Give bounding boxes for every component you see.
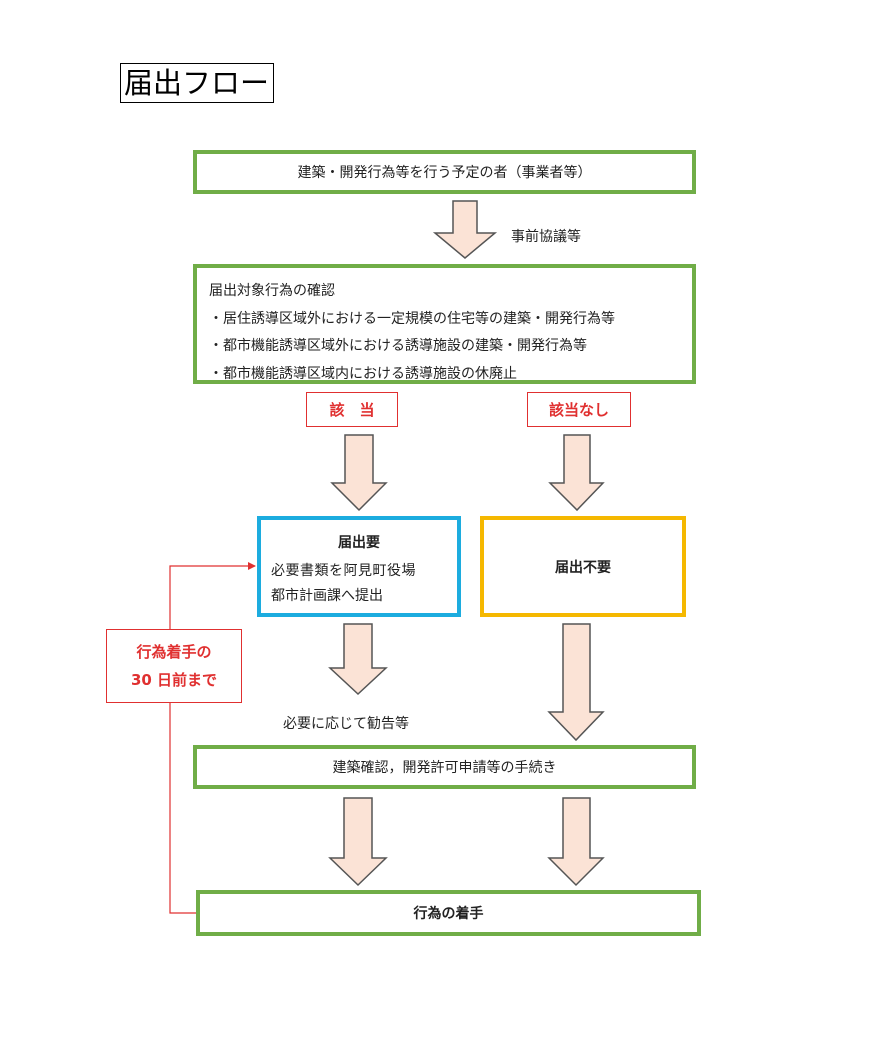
down-arrow-1	[432, 200, 498, 259]
deadline-tag: 行為着手の 30 日前まで	[106, 629, 242, 703]
deadline-line-1: 行為着手の	[136, 643, 212, 661]
page-title: 届出フロー	[120, 63, 274, 103]
not-applicable-tag: 該当なし	[527, 392, 631, 427]
confirm-item-2: ・都市機能誘導区域外における誘導施設の建築・開発行為等	[209, 338, 587, 354]
procedures-label: 建築確認，開発許可申請等の手続き	[332, 760, 557, 776]
procedures-box: 建築確認，開発許可申請等の手続き	[193, 745, 696, 789]
deadline-line-2: 30 日前まで	[130, 671, 218, 689]
not-required-label: 届出不要	[555, 559, 611, 576]
confirm-item-1: ・居住誘導区域外における一定規模の住宅等の建築・開発行為等	[209, 310, 615, 327]
down-arrow-right-bottom	[547, 797, 605, 887]
confirm-title: 届出対象行為の確認	[209, 283, 335, 299]
down-arrow-left-bottom	[328, 797, 388, 887]
advice-label: 必要に応じて勧告等	[283, 716, 409, 732]
start-action-box: 行為の着手	[196, 890, 701, 936]
start-box-label: 建築・開発行為等を行う予定の者（事業者等）	[297, 165, 592, 181]
required-line-1: 必要書類を阿見町役場	[271, 563, 416, 579]
required-line-2: 都市計画課へ提出	[271, 588, 383, 604]
down-arrow-not-applicable	[548, 434, 605, 512]
down-arrow-not-required	[547, 623, 605, 742]
confirm-box: 届出対象行為の確認 ・居住誘導区域外における一定規模の住宅等の建築・開発行為等 …	[193, 264, 696, 384]
start-box: 建築・開発行為等を行う予定の者（事業者等）	[193, 150, 696, 194]
down-arrow-required	[328, 623, 388, 696]
deadline-connector	[169, 562, 256, 914]
required-title: 届出要	[338, 535, 380, 551]
down-arrow-applicable	[330, 434, 388, 512]
not-required-box: 届出不要	[480, 516, 686, 617]
start-action-label: 行為の着手	[413, 906, 484, 922]
applicable-tag: 該 当	[306, 392, 398, 427]
required-box: 届出要 必要書類を阿見町役場 都市計画課へ提出	[257, 516, 461, 617]
consult-label: 事前協議等	[511, 229, 581, 245]
confirm-item-3: ・都市機能誘導区域内における誘導施設の休廃止	[209, 365, 517, 382]
